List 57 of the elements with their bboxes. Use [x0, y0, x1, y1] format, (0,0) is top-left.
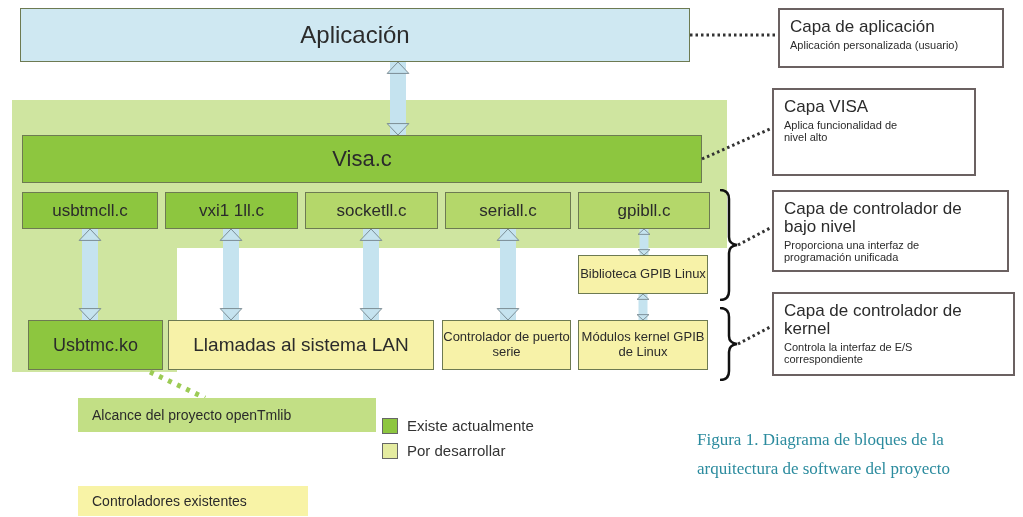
block-box [168, 320, 434, 370]
layer-title: Capa de controlador de bajo nivel [784, 200, 963, 236]
block-label: Aplicación [300, 21, 410, 49]
layer-description-box [772, 88, 976, 176]
layer-description-box [772, 292, 1015, 376]
block-label: Biblioteca GPIB Linux [580, 267, 706, 282]
block-box [445, 192, 571, 229]
block-label: Llamadas al sistema LAN [193, 334, 409, 356]
dotted-connector [148, 369, 207, 401]
block-label: Usbtmc.ko [53, 334, 138, 356]
legend-label: Por desarrollar [407, 442, 506, 459]
block-box [20, 8, 690, 62]
layer-title: Capa de aplicación [790, 18, 935, 36]
layer-description-box [778, 8, 1004, 68]
brace-drawing [719, 189, 739, 301]
double-arrow [636, 293, 650, 321]
dotted-connector [701, 126, 773, 161]
block-box [22, 192, 158, 229]
dotted-connector [690, 33, 778, 37]
layer-description: Aplica funcionalidad de nivel alto [784, 118, 899, 145]
layer-title: Capa VISA [784, 98, 869, 116]
block-box [305, 192, 438, 229]
layer-description: Proporciona una interfaz de programación unificada [784, 238, 921, 264]
block-label: seriall.c [479, 200, 537, 221]
double-arrow [78, 228, 102, 321]
block-box [578, 255, 708, 294]
block-label: Alcance del proyecto openTmlib [92, 406, 292, 424]
block-box [442, 320, 571, 370]
dotted-connector [737, 324, 773, 346]
block-box [165, 192, 298, 229]
block-label: vxi1 1ll.c [198, 200, 265, 221]
double-arrow [496, 228, 520, 321]
dotted-connector [737, 225, 773, 247]
note-box [78, 486, 308, 516]
block-label: usbtmcll.c [52, 200, 128, 221]
block-label: gpibll.c [617, 200, 671, 221]
block-box [578, 192, 710, 229]
brace-drawing [719, 307, 739, 381]
layer-description: Controla la interfaz de E/S correspondiente [784, 340, 914, 366]
block-box [22, 135, 702, 183]
block-label: Controladores existentes [92, 492, 247, 510]
block-box [578, 320, 708, 370]
legend-label: Existe actualmente [407, 417, 534, 434]
note-box [78, 398, 376, 432]
layer-description: Aplicación personalizada (usuario) [790, 38, 959, 52]
block-label: Controlador de puerto serie [443, 330, 570, 360]
double-arrow [219, 228, 243, 321]
block-label: Módulos kernel GPIB de Linux [580, 330, 706, 360]
double-arrow [359, 228, 383, 321]
block-label: Visa.c [332, 146, 392, 172]
caption: Figura 1. Diagrama de bloques de la arquitectura de software del proyecto [697, 429, 951, 480]
block-box [28, 320, 163, 370]
double-arrow [637, 228, 651, 256]
layer-title: Capa de controlador de kernel [784, 302, 963, 338]
block-label: socketll.c [336, 200, 407, 221]
layer-description-box [772, 190, 1009, 272]
double-arrow [386, 61, 410, 136]
